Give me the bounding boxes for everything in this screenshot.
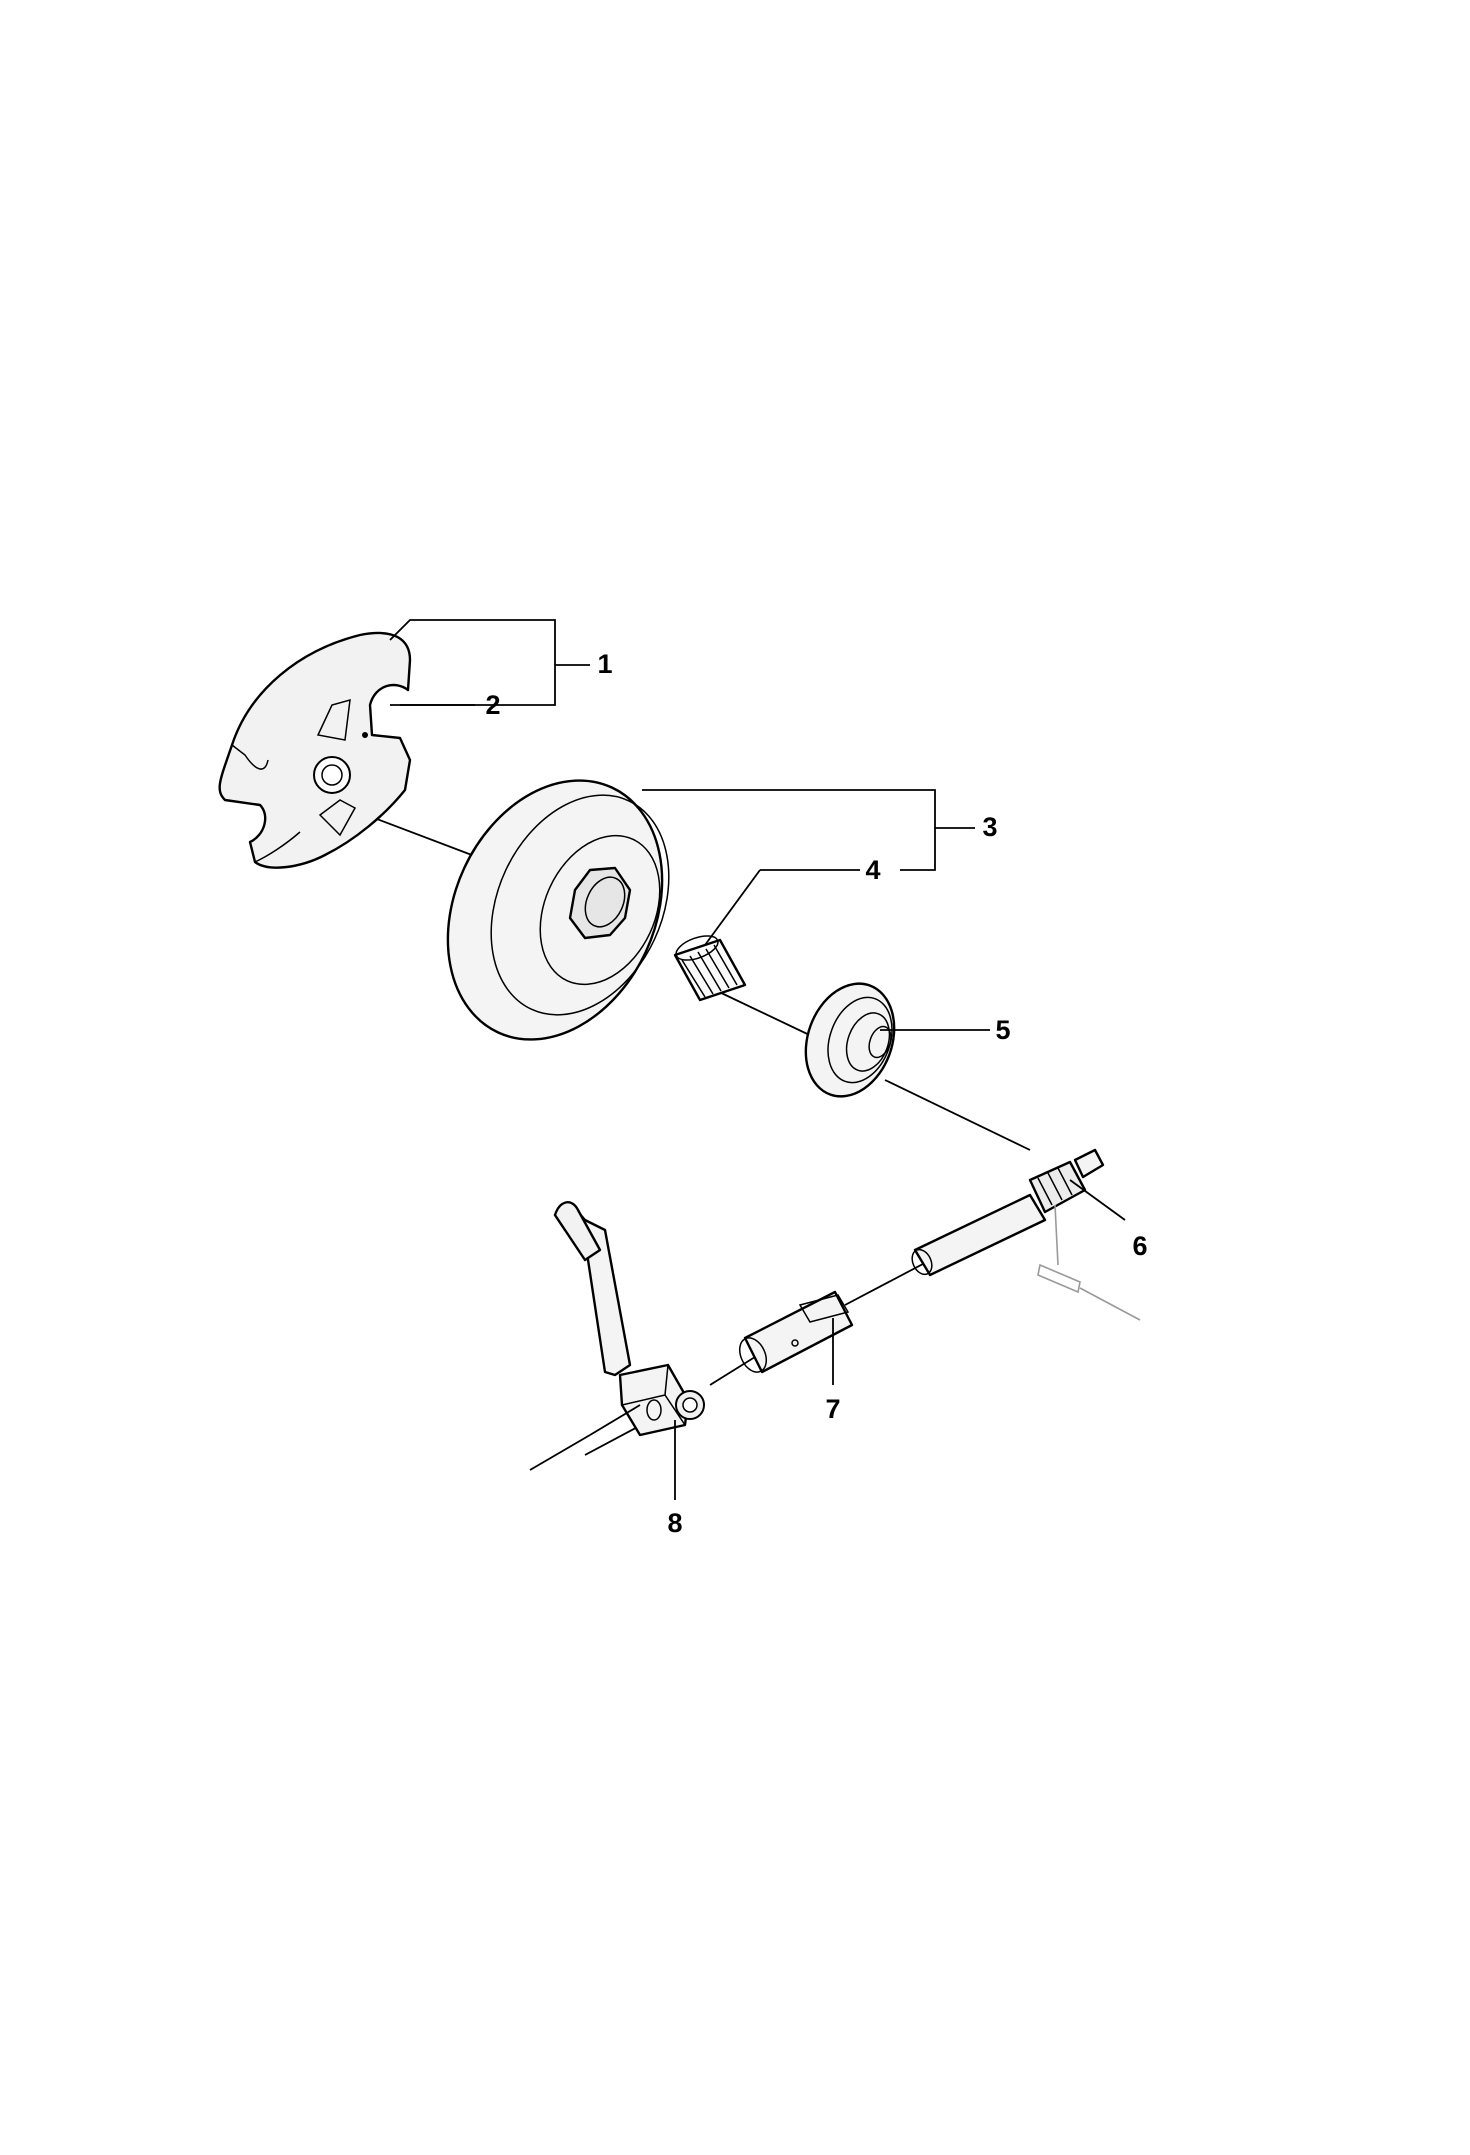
assembly-axis xyxy=(339,804,1031,1456)
callout-7: 7 xyxy=(825,1394,840,1424)
pin-ghost xyxy=(1037,1204,1141,1321)
washer-part xyxy=(804,982,896,1098)
callout-labels: 1 2 3 4 5 6 7 8 xyxy=(485,649,1147,1538)
needle-bearing-part xyxy=(673,935,747,1002)
callout-3: 3 xyxy=(982,812,997,842)
clutch-drum-part xyxy=(446,779,670,1041)
callout-6: 6 xyxy=(1132,1231,1147,1261)
callout-1: 1 xyxy=(597,649,612,679)
sleeve-part xyxy=(738,1290,854,1374)
callout-2: 2 xyxy=(485,690,500,720)
callout-4: 4 xyxy=(865,855,880,885)
callout-5: 5 xyxy=(995,1015,1010,1045)
callout-8: 8 xyxy=(667,1508,682,1538)
clutch-part xyxy=(218,631,412,869)
lever-block-part xyxy=(529,1201,705,1471)
callout-leaders xyxy=(389,619,1126,1500)
shaft-part xyxy=(911,1148,1105,1277)
